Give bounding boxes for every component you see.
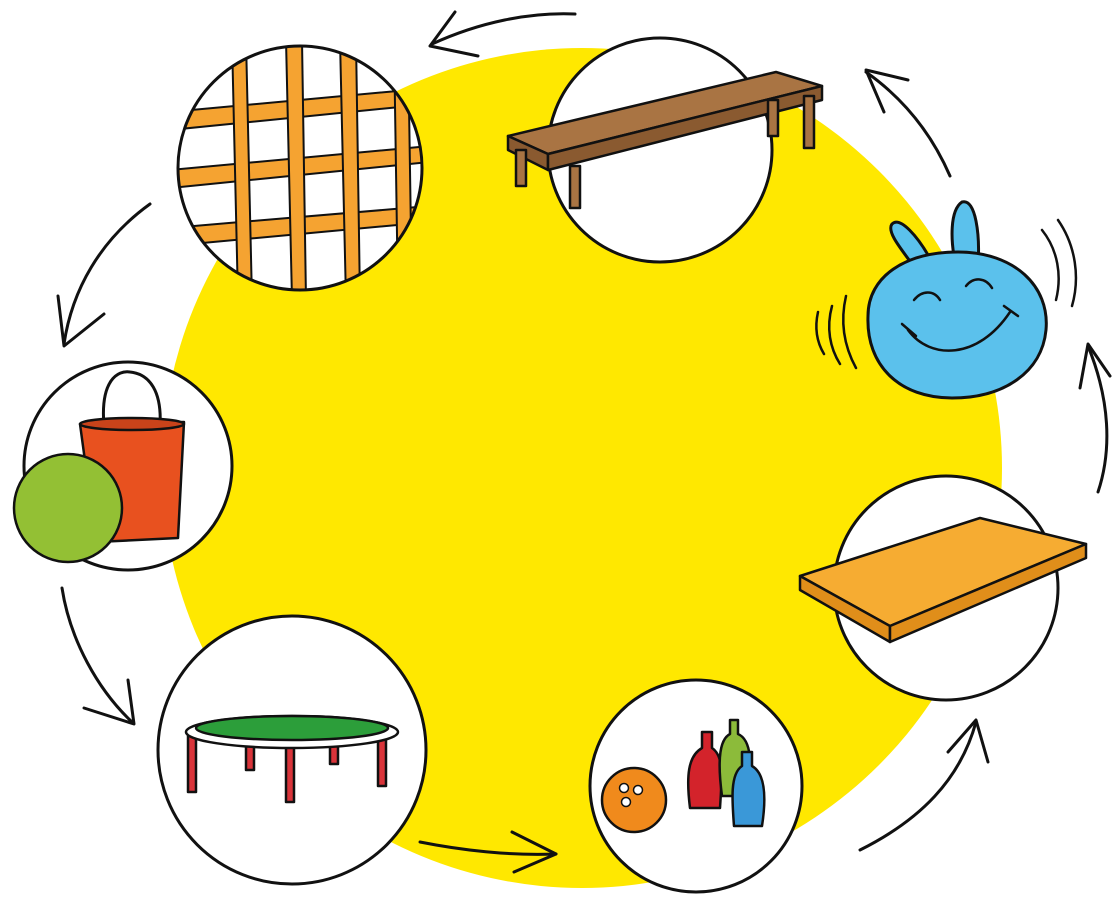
arrow-ball-to-trampoline (62, 588, 134, 724)
station-bowling (590, 680, 802, 892)
arrow-mascot-to-bench (866, 70, 950, 176)
arrow-board-to-mascot (1080, 344, 1110, 492)
station-ball-and-bag (14, 362, 232, 570)
arrow-net-to-ball (58, 204, 150, 346)
station-trampoline (158, 616, 426, 884)
mascot-icon (868, 202, 1046, 398)
